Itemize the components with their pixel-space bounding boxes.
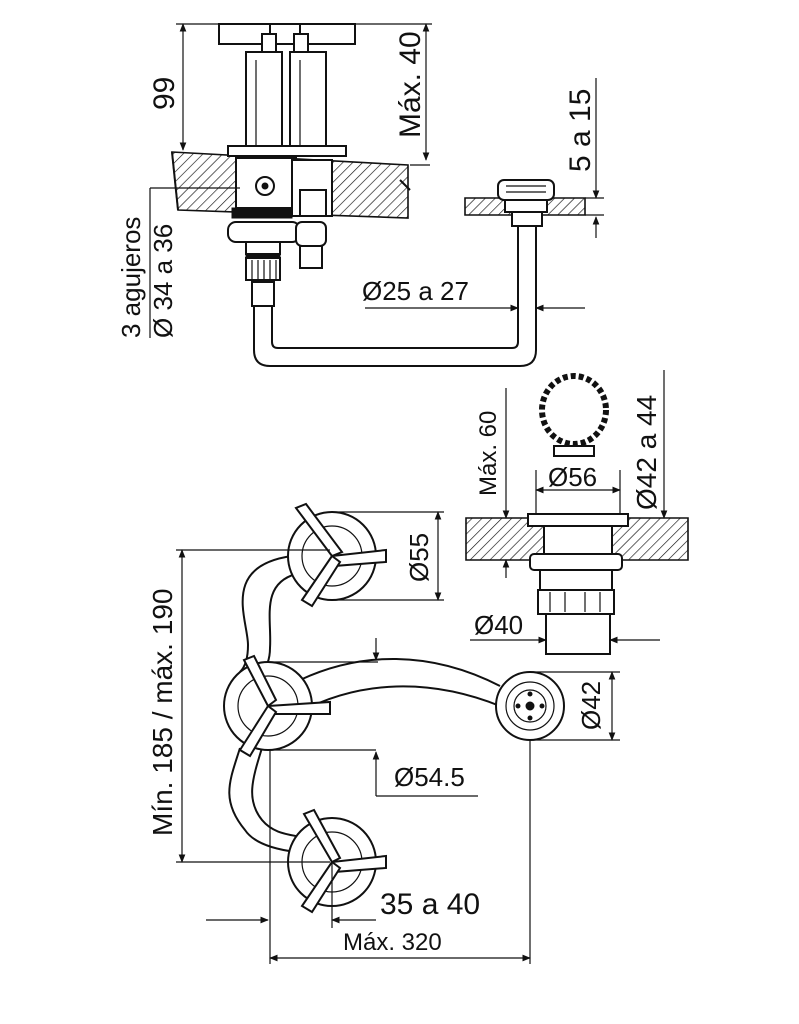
- connecting-hoses: [228, 555, 501, 853]
- dim-diam-42: Ø42: [530, 671, 620, 741]
- label-diam-56: Ø56: [548, 462, 597, 492]
- label-diam-54-5: Ø54.5: [394, 762, 465, 792]
- dim-max-320: Máx. 320: [269, 740, 531, 964]
- dim-5-15: 5 a 15: [564, 78, 604, 238]
- handle-center: [223, 654, 331, 758]
- label-spacing-range: Mín. 185 / máx. 190: [147, 589, 178, 836]
- drain-pipe: [253, 225, 537, 367]
- dim-max-40: Máx. 40: [355, 23, 432, 161]
- label-pipe-diameter: Ø25 a 27: [362, 276, 469, 306]
- drain-detail: Máx. 60 Ø56 Ø42 a 44 Ø40: [465, 370, 689, 655]
- label-holes-diameter: Ø 34 a 36: [148, 224, 178, 338]
- dim-diam-56: Ø56: [535, 462, 621, 514]
- label-max-60: Máx. 60: [475, 411, 502, 496]
- label-5-15: 5 a 15: [564, 89, 597, 172]
- drain-plan: [495, 671, 565, 741]
- label-diam-42: Ø42: [576, 681, 606, 730]
- plan-view: Ø55 Ø42 Mín. 185 / máx. 190 Ø54.5: [147, 502, 620, 964]
- dim-diam-55: Ø55: [332, 511, 444, 601]
- label-diam-42-44: Ø42 a 44: [631, 395, 662, 510]
- valve-body: [227, 157, 333, 307]
- dim-diam-54-5: Ø54.5: [268, 638, 478, 797]
- holes-note: 3 agujeros Ø 34 a 36: [116, 187, 240, 338]
- label-max-40: Máx. 40: [394, 31, 427, 138]
- label-max-320: Máx. 320: [343, 929, 442, 956]
- side-view: 99 Máx. 40 5 a 15 3 agujeros Ø 34 a 36: [116, 23, 604, 367]
- dim-diam-40: Ø40: [470, 610, 660, 644]
- dim-spacing: Mín. 185 / máx. 190: [147, 549, 330, 863]
- label-35-40: 35 a 40: [380, 888, 480, 921]
- label-holes-title: 3 agujeros: [116, 217, 146, 338]
- dim-35-40: 35 a 40: [206, 862, 480, 928]
- drain-head-side: [497, 179, 555, 227]
- handle-bottom: [287, 808, 387, 914]
- dim-pipe-diameter: Ø25 a 27: [362, 276, 585, 312]
- drain-body: [527, 513, 629, 655]
- label-diam-55: Ø55: [404, 533, 434, 582]
- dim-99: 99: [148, 23, 219, 151]
- chain: [539, 373, 609, 457]
- dim-max-60: Máx. 60: [475, 388, 510, 578]
- cross-handles-side: [218, 23, 356, 157]
- label-diam-40: Ø40: [474, 610, 523, 640]
- dim-diam-42-44: Ø42 a 44: [631, 370, 668, 519]
- label-99: 99: [148, 77, 181, 110]
- handle-top: [287, 502, 387, 608]
